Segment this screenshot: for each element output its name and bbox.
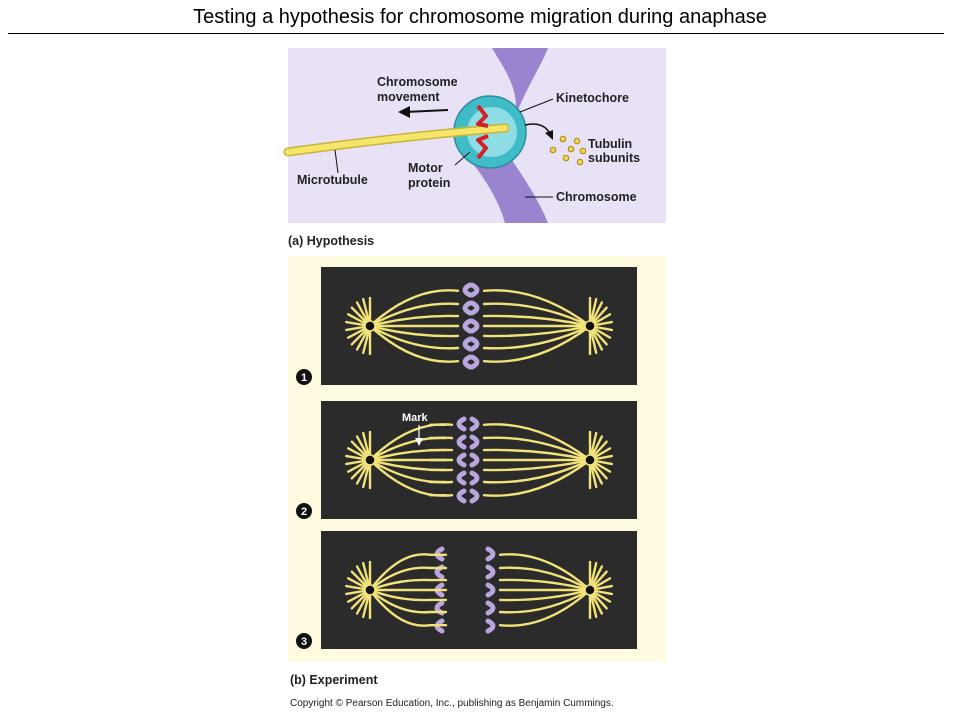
microtubule-fiber-left [368, 302, 460, 328]
chromatid-right [469, 470, 480, 486]
microtubule-fiber-right [482, 458, 592, 472]
chromatid-right [469, 354, 480, 370]
spindle-panels [321, 267, 637, 649]
movement-arrow-head [398, 106, 410, 118]
chromatid-right [469, 416, 480, 432]
microtubule-fiber-right [482, 423, 592, 462]
microtubule-fiber-left [368, 314, 460, 328]
copyright: Copyright © Pearson Education, Inc., pub… [290, 698, 614, 709]
caption-a: (a) Hypothesis [288, 234, 374, 248]
label-kinetochore: Kinetochore [556, 91, 629, 105]
microtubule-fiber-right [498, 566, 592, 592]
chromatid-right [485, 600, 496, 616]
spindle-pole-left [364, 320, 376, 332]
chromatid-left [456, 470, 467, 486]
spindle-pole-left [364, 454, 376, 466]
label-chromosome-movement-1: Chromosome [377, 75, 458, 89]
chromatid-left [456, 452, 467, 468]
spindle-pole-right [584, 454, 596, 466]
spindle-pole-left [364, 584, 376, 596]
step-3-number: 3 [301, 636, 307, 648]
spindle-panel-2 [321, 401, 637, 519]
spindle-panel-1 [321, 267, 637, 385]
label-chromosome-movement-2: movement [377, 90, 440, 104]
chromatid-left [462, 354, 473, 370]
label-microtubule: Microtubule [297, 173, 368, 187]
step-1-number: 1 [301, 372, 307, 384]
microtubule-fiber-left [368, 588, 432, 627]
motor-protein-leader [454, 151, 471, 166]
movement-arrow-shaft [404, 109, 449, 113]
chromatid-left [456, 434, 467, 450]
microtubule-fiber-left [368, 289, 460, 328]
microtubule-fiber-left [368, 553, 432, 592]
microtubule-fiber-right [498, 553, 592, 592]
page-title: Testing a hypothesis for chromosome migr… [193, 6, 767, 28]
chromatid-left [456, 488, 467, 504]
kinetochore-leader [519, 98, 554, 113]
motor-protein-lower [476, 134, 489, 160]
microtubule-fiber-right [498, 588, 592, 602]
microtubule-fiber-left [368, 588, 432, 614]
microtubule-fiber-right [482, 448, 592, 462]
label-tubulin-1: Tubulin [588, 137, 632, 151]
depolymerization-arrow-head [545, 130, 553, 140]
microtubule-fiber-right [482, 289, 592, 328]
chromatid-right [485, 582, 496, 598]
microtubule-fiber-right [482, 314, 592, 328]
microtubule-fiber-left [368, 324, 460, 338]
step-3-badge [296, 633, 312, 649]
step-badges: 1 2 3 [296, 369, 312, 649]
chromatid-right [469, 452, 480, 468]
microtubule-fiber-right [498, 588, 592, 627]
microtubule-fiber-right [482, 458, 592, 484]
chromatid-right [469, 488, 480, 504]
label-motor-2: protein [408, 176, 450, 190]
chromatid-right [469, 434, 480, 450]
panel-a-hypothesis: Chromosome movement Kinetochore Tubulin … [283, 48, 666, 223]
microtubule-fiber-right [482, 458, 592, 497]
caption-b: (b) Experiment [290, 673, 378, 687]
chromatid-left [462, 300, 473, 316]
spindle-pole-right [584, 320, 596, 332]
spindle-pole-right [584, 584, 596, 596]
microtubule-fiber-right [498, 578, 592, 592]
spindle-panel-3 [321, 531, 637, 649]
mark-arrow-head [415, 438, 423, 446]
microtubule-fiber-right [482, 436, 592, 462]
tubulin-subunits [549, 135, 587, 166]
chromatid-left [462, 318, 473, 334]
chromatid-right [469, 318, 480, 334]
chromatid-left [456, 416, 467, 432]
step-1-badge [296, 369, 312, 385]
chromatid-right [469, 300, 480, 316]
step-2-number: 2 [301, 506, 307, 518]
label-tubulin-2: subunits [588, 151, 640, 165]
chromatid-left [462, 336, 473, 352]
chromatid-left [462, 282, 473, 298]
chromatid-right [485, 618, 496, 634]
microtubule-fiber-right [498, 588, 592, 614]
label-chromosome: Chromosome [556, 190, 637, 204]
label-motor-1: Motor [408, 161, 443, 175]
microtubule-fiber-right [482, 302, 592, 328]
chromatid-right [469, 336, 480, 352]
microtubule-fiber-left [368, 566, 432, 592]
chromatid-right [469, 282, 480, 298]
microtubule-fiber-right [482, 324, 592, 363]
title-divider [8, 33, 944, 34]
motor-protein-upper [476, 104, 489, 128]
label-mark: Mark [402, 412, 429, 424]
microtubule-fiber-left [368, 324, 460, 363]
microtubule [285, 125, 508, 155]
microtubule-fiber-right [482, 324, 592, 350]
microtubule-fiber-left [368, 324, 460, 350]
chromatid-right [485, 564, 496, 580]
microtubule-fiber-right [482, 324, 592, 338]
chromosome-arm-upper [492, 48, 548, 118]
microtubule-leader [334, 149, 339, 174]
step-2-badge [296, 503, 312, 519]
chromatid-right [485, 546, 496, 562]
